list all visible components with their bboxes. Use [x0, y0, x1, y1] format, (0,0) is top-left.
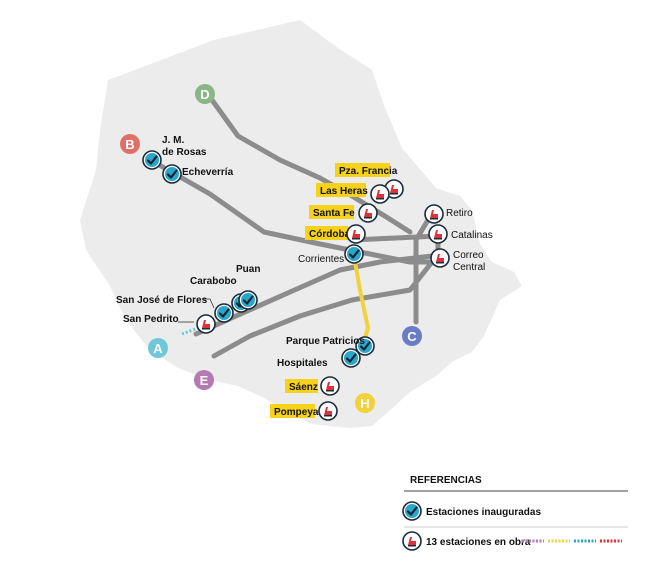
- track-line-e-ext: [349, 233, 441, 263]
- svg-text:Correo: Correo: [453, 250, 484, 261]
- station-puan[interactable]: Puan: [236, 264, 260, 310]
- svg-text:Corrientes: Corrientes: [298, 254, 344, 265]
- svg-text:Santa Fe: Santa Fe: [313, 208, 355, 219]
- city-outline: [80, 20, 522, 428]
- svg-text:Pza. Francia: Pza. Francia: [339, 166, 398, 177]
- check-icon: [214, 303, 234, 323]
- station-san-jose-de-flores[interactable]: San José de Flores: [116, 295, 234, 323]
- check-icon: [238, 290, 258, 310]
- legend-title: REFERENCIAS: [410, 475, 482, 486]
- station-santa-fe[interactable]: Santa Fe: [309, 203, 378, 223]
- works-icon: [424, 204, 444, 224]
- svg-text:C: C: [407, 329, 417, 344]
- station-saenz[interactable]: Sáenz: [285, 376, 340, 396]
- svg-text:Catalinas: Catalinas: [451, 230, 493, 241]
- svg-text:de Rosas: de Rosas: [162, 147, 207, 158]
- check-icon: [402, 501, 422, 521]
- svg-text:A: A: [153, 341, 163, 356]
- label-highlight: [335, 163, 390, 177]
- legend-item-works: 13 estaciones en obra: [402, 531, 622, 551]
- svg-text:Pompeya: Pompeya: [274, 407, 319, 418]
- station-pompeya[interactable]: Pompeya: [270, 401, 338, 421]
- line-b-badge[interactable]: B: [120, 134, 140, 154]
- legend-item-inaugurated: Estaciones inauguradas: [402, 501, 541, 521]
- works-icon: [430, 248, 450, 268]
- svg-text:Córdoba: Córdoba: [309, 229, 351, 240]
- station-hospitales[interactable]: Hospitales: [277, 348, 361, 369]
- svg-text:13 estaciones en obra: 13 estaciones en obra: [426, 537, 531, 548]
- svg-text:San Pedrito: San Pedrito: [123, 314, 179, 325]
- station-pza-francia[interactable]: Pza. Francia: [335, 163, 404, 199]
- svg-text:B: B: [125, 137, 134, 152]
- check-icon: [341, 348, 361, 368]
- station-correo-central[interactable]: Correo Central: [430, 248, 485, 273]
- station-corrientes[interactable]: Corrientes: [298, 244, 364, 265]
- works-icon: [320, 376, 340, 396]
- station-parque-patricios[interactable]: Parque Patricios: [286, 336, 375, 356]
- line-c-badge[interactable]: C: [402, 326, 422, 346]
- svg-text:Hospitales: Hospitales: [277, 358, 328, 369]
- legend: REFERENCIAS Estaciones inauguradas 13 es…: [402, 475, 628, 551]
- line-h-badge[interactable]: H: [355, 393, 375, 413]
- station-retiro[interactable]: Retiro: [424, 204, 473, 224]
- line-a-badge[interactable]: A: [148, 338, 168, 358]
- station-echeverria[interactable]: Echeverría: [162, 164, 234, 184]
- station-san-pedrito[interactable]: San Pedrito: [123, 314, 216, 334]
- track-line-b: [151, 159, 435, 265]
- svg-text:Carabobo: Carabobo: [190, 276, 237, 287]
- track-line-d: [209, 97, 413, 235]
- works-icon: [358, 203, 378, 223]
- works-icon: [196, 314, 216, 334]
- check-icon: [142, 150, 162, 170]
- works-icon: [346, 224, 366, 244]
- label-highlight: [316, 183, 366, 197]
- station-las-heras[interactable]: Las Heras: [316, 183, 390, 204]
- works-icon: [370, 184, 390, 204]
- svg-text:Parque Patricios: Parque Patricios: [286, 336, 365, 347]
- svg-text:Retiro: Retiro: [446, 208, 473, 219]
- works-icon: [402, 531, 422, 551]
- line-d-badge[interactable]: D: [195, 84, 215, 104]
- svg-text:J. M.: J. M.: [162, 135, 184, 146]
- check-icon: [162, 164, 182, 184]
- svg-text:Echeverría: Echeverría: [182, 167, 234, 178]
- station-catalinas[interactable]: Catalinas: [428, 224, 493, 244]
- label-highlight: [309, 205, 354, 219]
- svg-text:E: E: [200, 373, 209, 388]
- label-highlight: [305, 226, 348, 240]
- works-icon: [318, 401, 338, 421]
- svg-text:Sáenz: Sáenz: [289, 382, 318, 393]
- svg-text:Puan: Puan: [236, 264, 260, 275]
- line-e-badge[interactable]: E: [194, 370, 214, 390]
- svg-text:H: H: [360, 396, 369, 411]
- works-icon: [428, 224, 448, 244]
- label-highlight: [270, 404, 315, 418]
- svg-text:Central: Central: [453, 262, 485, 273]
- svg-text:Estaciones inauguradas: Estaciones inauguradas: [426, 507, 541, 518]
- svg-text:San José de Flores: San José de Flores: [116, 295, 208, 306]
- station-carabobo[interactable]: Carabobo: [190, 276, 251, 313]
- check-icon: [344, 244, 364, 264]
- track-line-a-works: [181, 326, 199, 336]
- svg-text:Las Heras: Las Heras: [320, 186, 368, 197]
- station-cordoba[interactable]: Córdoba: [305, 224, 366, 244]
- svg-text:D: D: [200, 87, 209, 102]
- station-jm-de-rosas[interactable]: J. M. de Rosas: [142, 135, 207, 170]
- label-highlight: [285, 379, 318, 393]
